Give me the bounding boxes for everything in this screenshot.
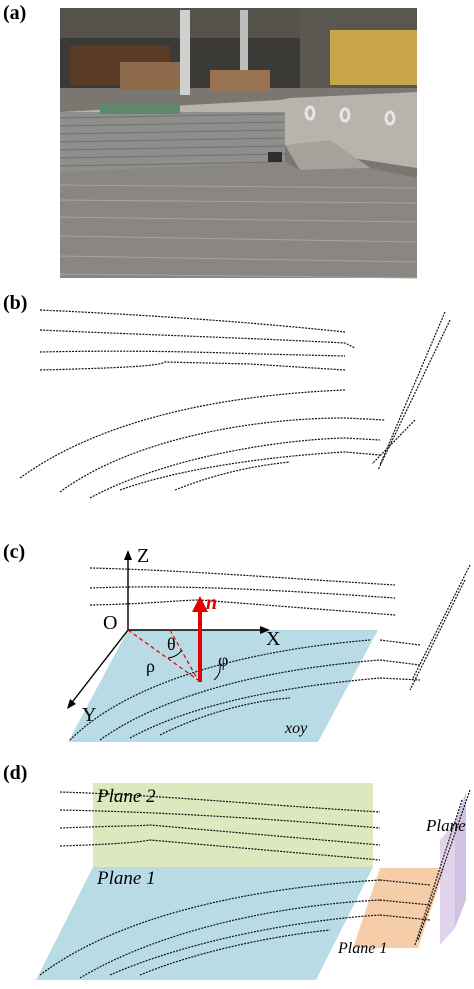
normal-vector-label: n <box>206 592 218 614</box>
purple-plane <box>455 792 466 928</box>
orange-plane <box>353 868 445 948</box>
phi-label: φ <box>218 650 229 670</box>
panel-label-c: (c) <box>3 541 26 563</box>
rho-label: ρ <box>146 656 155 676</box>
axis-y-label: Y <box>82 704 97 726</box>
plane-1-right-label: Plane 1 <box>338 940 388 957</box>
plane-2 <box>93 783 373 867</box>
xoy-plane-label: xoy <box>285 720 308 737</box>
plane-2-label: Plane 2 <box>97 786 156 807</box>
panel-d-diagram <box>36 783 471 980</box>
panel-label-a: (a) <box>3 2 27 24</box>
panel-c-diagram <box>67 550 471 742</box>
photo-scene <box>59 8 418 279</box>
theta-label: θ <box>167 634 176 654</box>
panel-label-b: (b) <box>3 292 28 314</box>
panel-label-d: (d) <box>3 762 28 784</box>
axis-z-label: Z <box>137 545 150 567</box>
plane-right-label: Plane <box>426 816 466 835</box>
point-cloud-b <box>19 309 451 499</box>
origin-label: O <box>103 612 118 634</box>
plane-1-label: Plane 1 <box>97 868 156 889</box>
axis-x-label: X <box>266 628 281 650</box>
plane-1 <box>36 867 373 980</box>
